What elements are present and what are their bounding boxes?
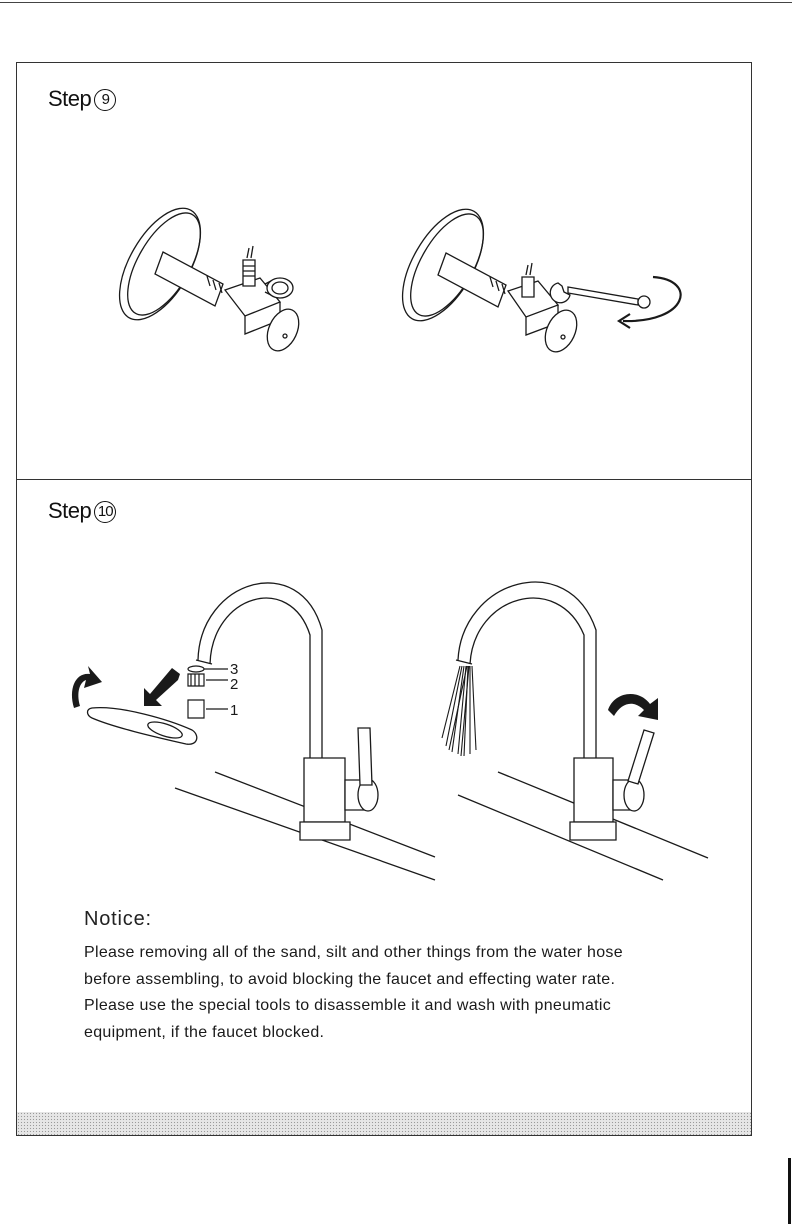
rotate-arrow-icon bbox=[72, 666, 102, 708]
wall-flange-valve-wrench-icon bbox=[398, 205, 698, 370]
top-rule bbox=[0, 2, 792, 3]
stippled-footer-band bbox=[17, 1112, 751, 1135]
water-spray-icon bbox=[442, 666, 476, 756]
down-arrow-icon bbox=[144, 668, 180, 706]
step-10-number: 10 bbox=[94, 501, 116, 523]
faucet-icon bbox=[438, 560, 718, 890]
page-edge-mark bbox=[788, 1158, 791, 1224]
valve-hose-illustration bbox=[115, 200, 315, 370]
valve-wrench-illustration bbox=[398, 205, 698, 370]
section-divider bbox=[16, 479, 752, 480]
notice-line: before assembling, to avoid blocking the… bbox=[84, 967, 724, 994]
wrench-icon bbox=[550, 283, 650, 308]
wall-flange-valve-icon bbox=[115, 200, 315, 370]
notice-line: equipment, if the faucet blocked. bbox=[84, 1020, 724, 1047]
notice-title: Notice: bbox=[84, 908, 152, 931]
aerator-parts-icon bbox=[188, 666, 228, 718]
faucet-icon: 3 2 1 bbox=[60, 560, 450, 890]
step-9-label: Step bbox=[48, 86, 91, 111]
notice-body: Please removing all of the sand, silt an… bbox=[84, 940, 724, 1046]
aerator-disassembly-illustration: 3 2 1 bbox=[60, 560, 450, 890]
step-9-number: 9 bbox=[94, 89, 116, 111]
rotate-arrow-icon bbox=[608, 694, 658, 720]
callout-2: 2 bbox=[230, 676, 238, 693]
aerator-key-tool-icon bbox=[88, 708, 197, 745]
callout-1: 1 bbox=[230, 702, 238, 719]
faucet-handle-illustration bbox=[438, 560, 718, 890]
notice-line: Please removing all of the sand, silt an… bbox=[84, 940, 724, 967]
notice-line: Please use the special tools to disassem… bbox=[84, 993, 724, 1020]
step-10-label: Step bbox=[48, 498, 91, 523]
